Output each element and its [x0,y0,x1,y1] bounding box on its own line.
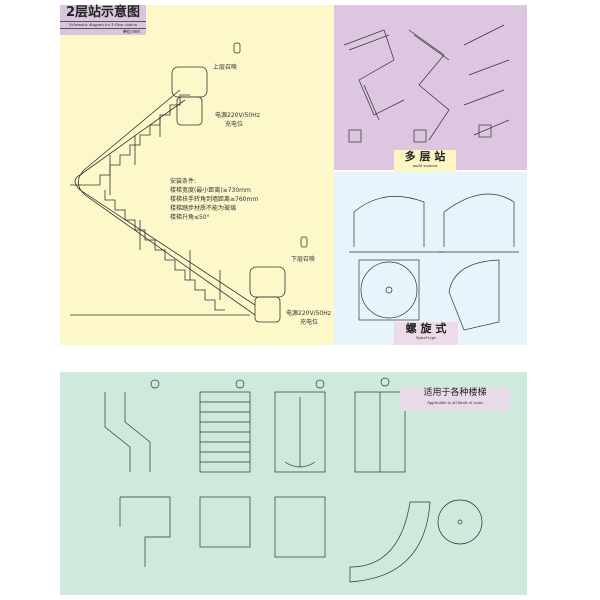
stair-type-drawings [104,377,483,583]
lower-call-label: 下层召唤 [291,256,316,263]
condition-line: 楼梯宽度(最小距离)≥730mm [170,187,251,194]
spiral-title: 螺 旋 式 Spiral-type [394,322,458,345]
two-floor-panel: 2层站示意图 Schematic diagram for 2-floor sta… [60,5,334,345]
multi-stations-title: 多 层 站 multi-stations [394,150,456,172]
condition-line: 安装条件: [170,178,197,185]
condition-line: 楼梯升角≤50° [170,214,210,221]
title-cn: 2层站示意图 [65,5,141,20]
title-en: Spiral-type [416,335,436,340]
unit-label: 单位:mm [122,29,140,34]
condition-line: 楼梯扶手转角到墙距离≥760mm [170,196,259,203]
multi-stations-panel: 多 层 站 multi-stations [334,5,527,172]
applicable-title: 适用于各种楼梯 Applicable to all kinds of stair… [400,387,510,411]
spiral-drawings [349,193,519,331]
charge-lower-label: 充电位 [300,319,319,326]
condition-line: 楼梯踏步材质不能为玻璃 [170,205,237,212]
upper-call-label: 上层召唤 [213,64,238,71]
stairlift-drawing [70,42,308,323]
title-en: Schematic diagram for 2-floor station [60,21,146,29]
two-floor-title: 2层站示意图 Schematic diagram for 2-floor sta… [60,5,146,35]
title-cn: 螺 旋 式 [405,322,447,335]
multi-station-drawings [343,24,510,143]
spiral-panel: 螺 旋 式 Spiral-type [334,172,527,345]
applicable-stairs-panel: 适用于各种楼梯 Applicable to all kinds of stair… [60,372,527,595]
title-en: Applicable to all kinds of stairs [426,400,484,405]
power-upper-label: 电源220V/50Hz [215,112,260,119]
install-conditions: 安装条件: 楼梯宽度(最小距离)≥730mm 楼梯扶手转角到墙距离≥760mm … [170,177,258,222]
title-en: multi-stations [412,163,438,168]
title-cn: 多 层 站 [404,150,446,163]
title-cn: 适用于各种楼梯 [423,388,487,398]
power-lower-label: 电源220V/50Hz [286,310,331,317]
charge-upper-label: 充电位 [225,121,244,128]
